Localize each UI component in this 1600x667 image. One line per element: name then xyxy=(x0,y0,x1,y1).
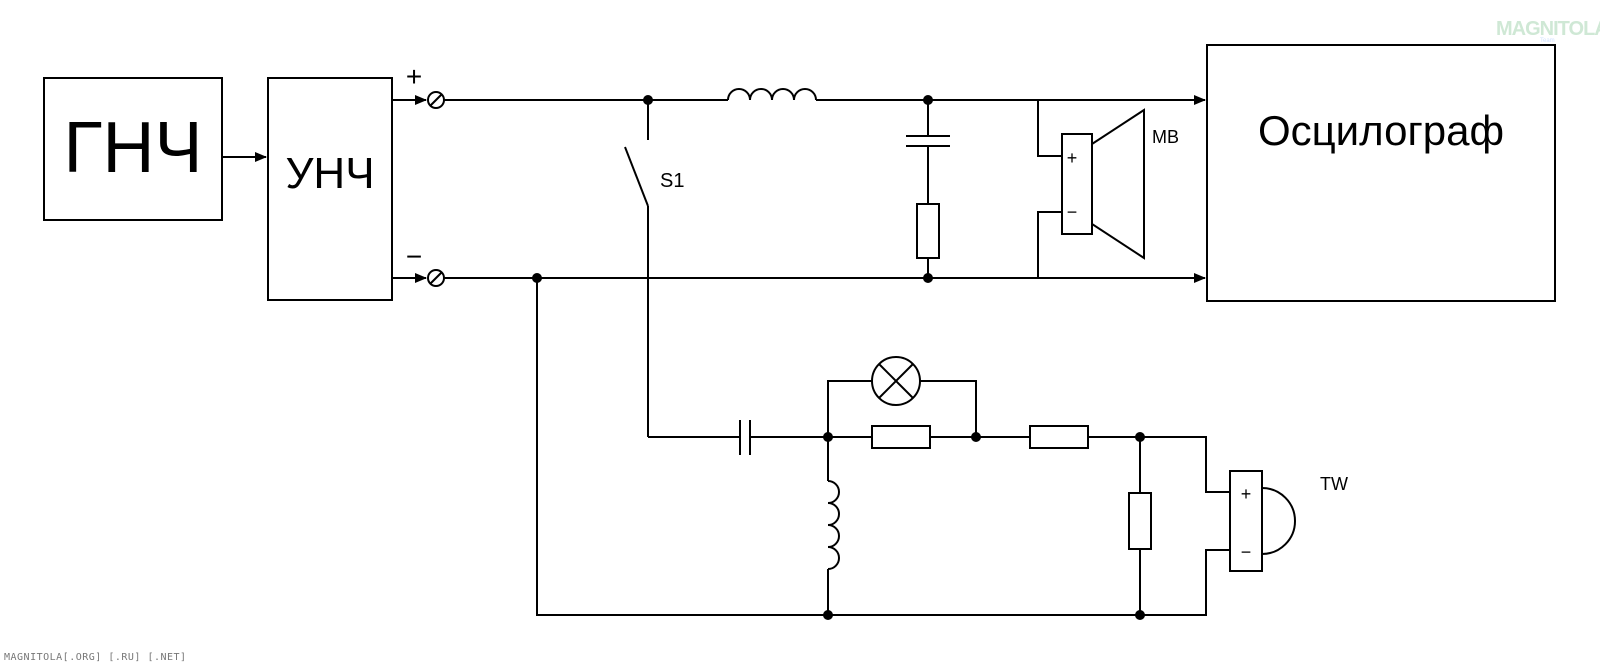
attenuator-resistor xyxy=(1128,492,1152,550)
tweeter-wire-plus xyxy=(1140,436,1230,493)
woofer-wire-minus xyxy=(1037,211,1064,278)
junction-dot xyxy=(1135,432,1145,442)
footer-watermark: MAGNITOLA[.ORG] [.RU] [.NET] xyxy=(4,652,187,663)
shunt-inductor xyxy=(827,480,840,570)
woofer-minus-label: − xyxy=(1067,202,1078,222)
zobel-resistor xyxy=(916,203,940,259)
generator-label: ГНЧ xyxy=(64,108,203,188)
terminal-minus-label: − xyxy=(406,241,422,272)
woofer-label: MB xyxy=(1152,127,1179,147)
series-inductor xyxy=(727,88,817,101)
switch-label: S1 xyxy=(660,170,684,192)
tweeter-speaker xyxy=(1229,470,1296,572)
series-resistor xyxy=(1029,425,1089,449)
terminal-plus-label: + xyxy=(406,61,422,92)
junction-dot xyxy=(823,610,833,620)
terminal-plus xyxy=(427,91,445,109)
junction-dot xyxy=(532,273,542,283)
oscilloscope-block xyxy=(1206,44,1556,302)
woofer-speaker xyxy=(1061,108,1145,260)
lamp-parallel-resistor xyxy=(871,425,931,449)
switch-s1[interactable] xyxy=(624,146,649,207)
tweeter-minus-label: − xyxy=(1241,542,1252,562)
junction-dot xyxy=(971,432,981,442)
junction-dot xyxy=(823,432,833,442)
generator-block xyxy=(43,77,223,221)
watermark-logo: MAGNITOLA xyxy=(1496,18,1600,40)
amplifier-block xyxy=(267,77,393,301)
junction-dot xyxy=(643,95,653,105)
return-wire xyxy=(536,278,1140,616)
lamp-wire-right xyxy=(920,380,977,437)
woofer-plus-label: + xyxy=(1067,148,1078,168)
woofer-wire-plus xyxy=(1037,100,1064,157)
amplifier-label: УНЧ xyxy=(285,149,374,198)
junction-dot xyxy=(923,273,933,283)
tweeter-label: TW xyxy=(1320,474,1348,494)
tweeter-wire-minus xyxy=(1140,549,1230,616)
lamp-wire-left xyxy=(827,380,872,437)
junction-dot xyxy=(923,95,933,105)
oscilloscope-label: Осцилограф xyxy=(1258,107,1504,154)
tweeter-plus-label: + xyxy=(1241,484,1252,504)
watermark-logo-sub: Team xyxy=(1540,38,1555,44)
lamp xyxy=(871,356,921,406)
junction-dot xyxy=(1135,610,1145,620)
terminal-minus xyxy=(427,269,445,287)
